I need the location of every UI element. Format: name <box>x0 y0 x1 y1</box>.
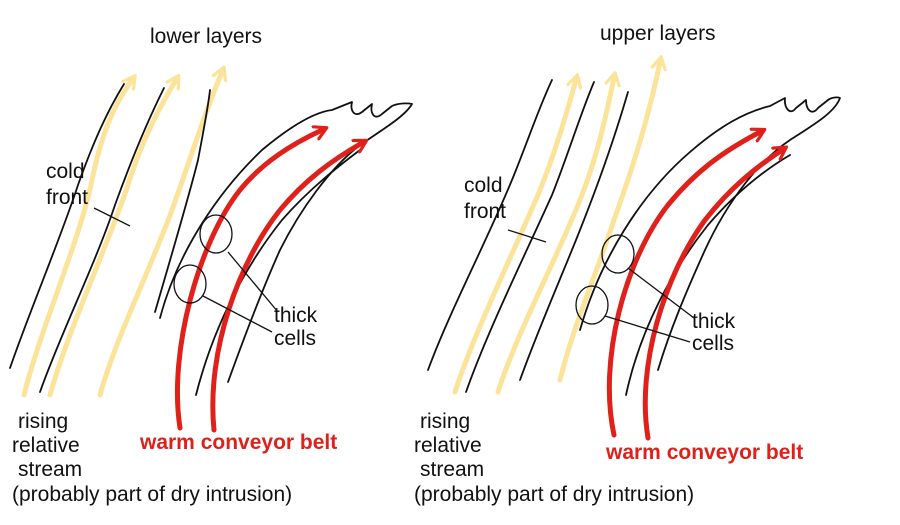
band-outline <box>195 149 361 396</box>
thick-cells <box>507 229 695 343</box>
front-line <box>519 91 629 381</box>
rising-label-line2: relative <box>12 434 80 457</box>
band-outline <box>625 154 791 396</box>
band-outline <box>159 101 413 383</box>
cell-leader <box>627 267 695 319</box>
thick-cell <box>173 264 207 304</box>
thick-cells <box>93 207 279 333</box>
cold-front-lines <box>9 83 211 393</box>
wcb-arrows <box>175 130 362 433</box>
rising-label-line4: (probably part of dry intrusion) <box>12 483 292 506</box>
cold-front-label-line1: cold <box>46 160 85 183</box>
thick-cells-label-line1: thick <box>274 304 318 327</box>
rising-stream-arrows <box>21 72 222 398</box>
thick-cells-label-line2: cells <box>692 332 734 355</box>
cold-front-label-line1: cold <box>464 174 503 197</box>
wcb-arrow <box>210 143 362 433</box>
front-line <box>465 81 595 393</box>
wcb-label: warm conveyor belt <box>605 441 803 464</box>
thick-cells-label-line1: thick <box>692 310 736 333</box>
wcb-band-outline <box>579 96 841 396</box>
front-leader <box>93 207 131 227</box>
front-line <box>427 79 553 371</box>
panel-upper-layers: upper layers <box>414 22 841 506</box>
rising-stream-arrow <box>21 80 132 398</box>
rising-stream-arrow <box>495 78 614 395</box>
rising-stream-arrows <box>452 62 660 395</box>
wcb-band-outline <box>159 101 413 396</box>
front-line <box>39 87 165 393</box>
wcb-arrow <box>642 150 782 441</box>
front-line <box>154 89 211 313</box>
panel-title: lower layers <box>150 25 262 48</box>
rising-label-line3: stream <box>420 458 484 481</box>
cell-leader <box>227 251 279 313</box>
cell-leader <box>604 315 691 343</box>
cell-leader <box>202 295 273 333</box>
rising-label-line1: rising <box>18 410 68 433</box>
panel-title: upper layers <box>600 22 716 45</box>
rising-stream-arrow <box>557 62 660 383</box>
rising-label-line4: (probably part of dry intrusion) <box>414 483 694 506</box>
thick-cells-label-line2: cells <box>274 327 316 350</box>
cold-front-label-line2: front <box>464 200 506 223</box>
thick-cell <box>199 214 233 254</box>
panel-lower-layers: lower layers <box>9 25 413 506</box>
front-leader <box>507 229 547 243</box>
wcb-arrows <box>606 132 782 441</box>
rising-label-line1: rising <box>420 410 470 433</box>
rising-stream-arrow <box>47 80 176 398</box>
band-outline <box>579 96 841 371</box>
thick-cell <box>601 234 635 274</box>
rising-stream-arrow <box>452 80 576 395</box>
rising-label-line2: relative <box>414 434 482 457</box>
wcb-arrow <box>606 132 760 438</box>
rising-label-line3: stream <box>18 458 82 481</box>
front-line <box>9 83 125 369</box>
thick-cell <box>575 285 609 325</box>
wcb-label: warm conveyor belt <box>139 431 337 454</box>
cold-front-lines <box>427 79 629 393</box>
rising-stream-arrow <box>97 72 222 398</box>
cold-front-label-line2: front <box>46 186 88 209</box>
wcb-arrow <box>175 130 322 431</box>
